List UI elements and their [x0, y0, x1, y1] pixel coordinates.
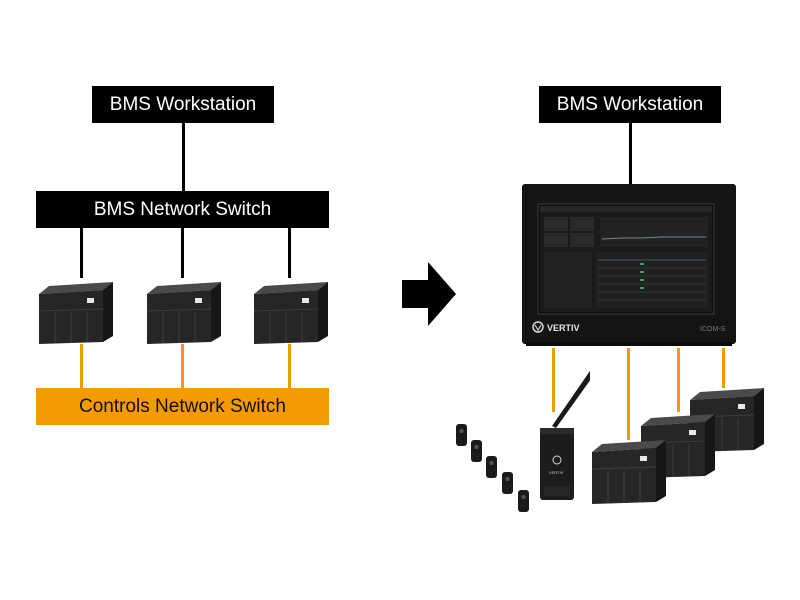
left-switch-to-unit-1-line [80, 228, 83, 278]
left-bms-workstation-box: BMS Workstation [92, 86, 274, 123]
gateway-brand-text: VERTIV [549, 470, 564, 475]
controls-network-switch-box: Controls Network Switch [36, 388, 329, 425]
wireless-sensor-icon [456, 424, 467, 446]
monitor-to-unit-3-line [722, 348, 725, 388]
monitor-brand-text: VERTIV [547, 323, 580, 333]
wireless-sensors [456, 424, 529, 512]
wireless-sensor-icon [471, 440, 482, 462]
icom-s-monitor: VERTIV ICOM-S [522, 184, 736, 346]
right-arrow-icon [402, 262, 456, 326]
right-bms-workstation-box: BMS Workstation [539, 86, 721, 123]
monitor-to-unit-2-line [677, 348, 680, 412]
wireless-sensor-icon [502, 472, 513, 494]
monitor-to-unit-1-line [627, 348, 630, 440]
left-bms-workstation-label: BMS Workstation [109, 93, 257, 115]
controls-network-switch-label: Controls Network Switch [79, 395, 286, 417]
left-unit-1-to-controls-line [80, 344, 83, 388]
left-bms-network-switch-box: BMS Network Switch [36, 191, 329, 228]
monitor-to-gateway-line [552, 348, 555, 412]
left-switch-to-unit-2-line [181, 228, 184, 278]
left-unit-3-to-controls-line [288, 344, 291, 388]
left-unit-2-to-controls-line [181, 344, 184, 388]
wireless-sensor-icon [518, 490, 529, 512]
wireless-gateway: VERTIV [540, 370, 590, 500]
right-workstation-connector [629, 123, 632, 185]
cooling-unit-icon [38, 282, 113, 344]
left-bms-network-switch-label: BMS Network Switch [93, 198, 272, 220]
left-workstation-connector [182, 123, 185, 191]
right-bms-workstation-label: BMS Workstation [556, 93, 704, 115]
cooling-unit-icon [591, 440, 666, 504]
wireless-sensor-icon [486, 456, 497, 478]
left-switch-to-unit-3-line [288, 228, 291, 278]
monitor-model-text: ICOM-S [700, 326, 726, 333]
cooling-unit-icon [253, 282, 328, 344]
cooling-unit-icon [146, 282, 221, 344]
